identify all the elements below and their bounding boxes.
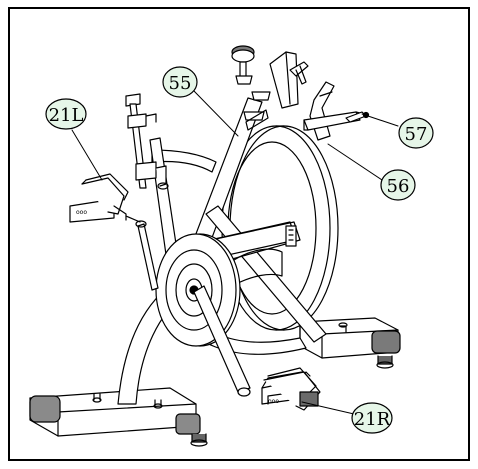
svg-text:ooo: ooo (268, 398, 279, 405)
callout-21r: 21R (351, 402, 393, 434)
callout-57: 57 (398, 117, 434, 149)
front-stabilizer (29, 387, 208, 447)
callout-21r-label: 21R (354, 409, 391, 430)
callout-55-label: 55 (169, 73, 192, 94)
left-pedal-assembly: ooo (69, 173, 159, 291)
rear-stabilizer (299, 317, 401, 369)
callout-56: 56 (380, 169, 416, 201)
callout-57-label: 57 (405, 124, 428, 145)
bottle-holder (303, 81, 365, 141)
callout-21l: 21L (45, 98, 87, 130)
handlebar-post (125, 93, 169, 190)
right-pedal-assembly: ooo (193, 285, 321, 411)
leader-lines (71, 89, 399, 415)
callout-56-label: 56 (387, 176, 410, 197)
seat-post (231, 45, 309, 109)
svg-text:ooo: ooo (76, 209, 87, 216)
callout-55: 55 (162, 66, 198, 98)
callout-21l-label: 21L (49, 105, 84, 126)
